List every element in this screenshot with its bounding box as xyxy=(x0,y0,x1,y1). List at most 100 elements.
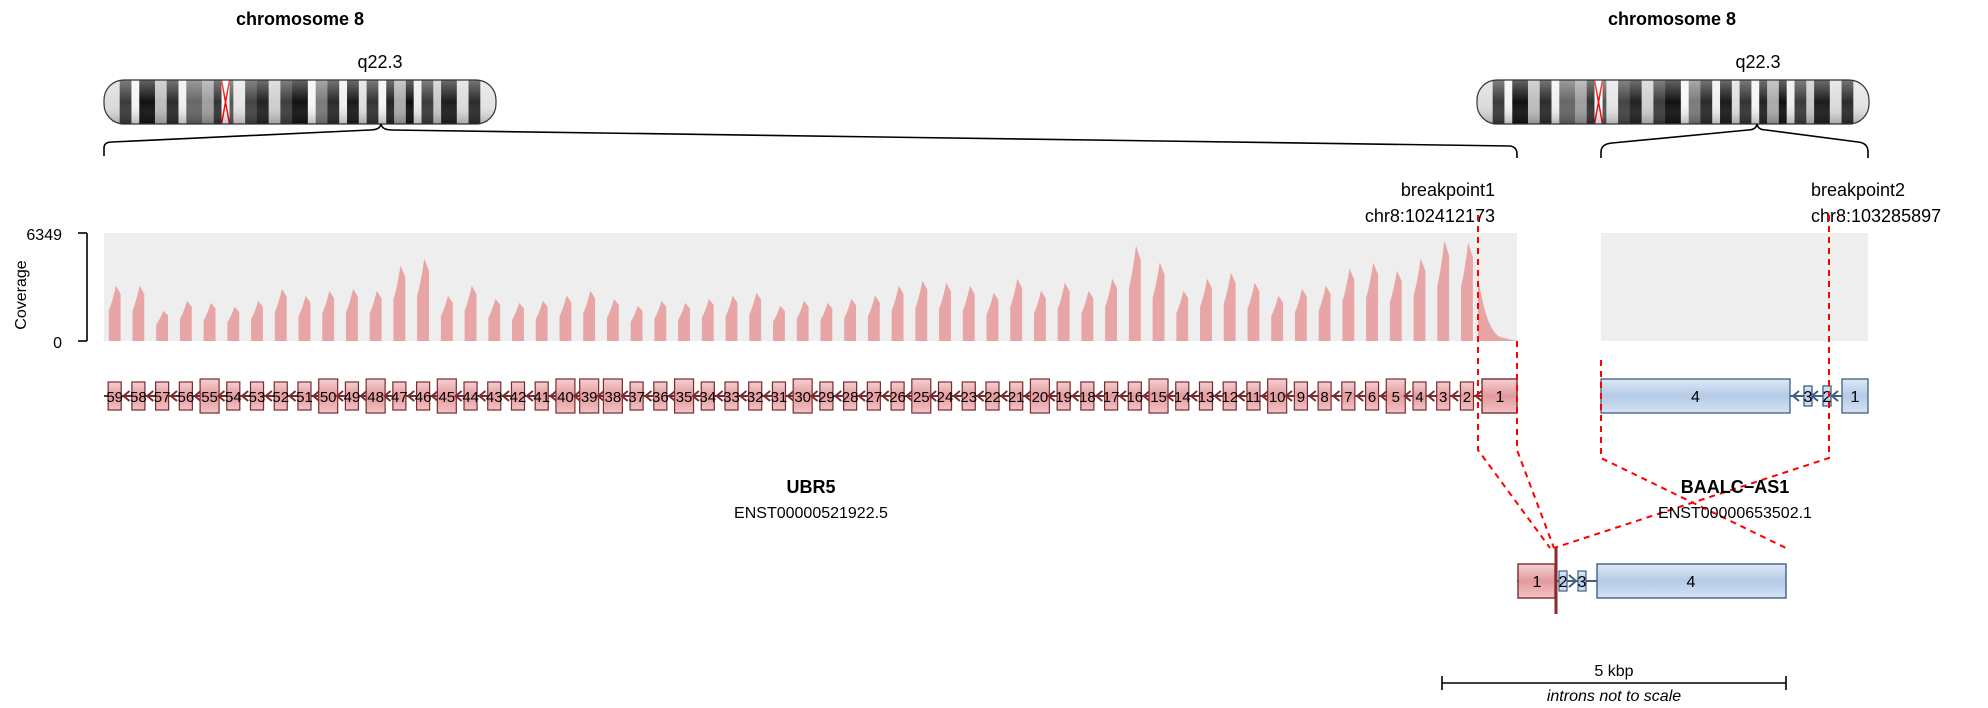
coverage-peak xyxy=(1128,245,1141,341)
coverage-peak xyxy=(867,295,880,341)
coverage-peak xyxy=(654,300,667,341)
coverage-peak xyxy=(179,300,192,341)
gene1-strand-arrow xyxy=(406,390,415,402)
gene1-exon-label: 28 xyxy=(842,389,859,406)
gene2-exon xyxy=(1600,378,1791,414)
coverage-peak xyxy=(1437,240,1450,341)
gene1-exon xyxy=(131,381,146,411)
coverage-peak xyxy=(1247,282,1260,341)
gene1-exon-label: 41 xyxy=(533,389,550,406)
gene1-exon-label: 11 xyxy=(1246,389,1262,406)
gene2-strand-arrow xyxy=(1810,390,1819,402)
gene1-exon xyxy=(510,381,526,411)
gene1-exon-label: 37 xyxy=(628,389,645,406)
gene1-exon-label: 2 xyxy=(1463,389,1471,406)
breakpoint2-coordinate: chr8:103285897 xyxy=(1811,206,1941,226)
gene1-exon xyxy=(297,381,312,411)
coverage-axis-title: Coverage xyxy=(13,260,30,329)
gene1-exon-label: 31 xyxy=(771,389,788,406)
gene1-exon-label: 35 xyxy=(676,389,693,406)
gene1-exon-label: 50 xyxy=(320,389,337,406)
breakpoint-lines xyxy=(1477,215,1830,549)
gene1-exon xyxy=(534,381,549,411)
breakpoint1-name: breakpoint1 xyxy=(1401,180,1495,200)
gene1-exon-label: 6 xyxy=(1368,389,1376,406)
gene2-exon-label: 1 xyxy=(1851,389,1860,406)
gene1-exon-label: 17 xyxy=(1103,389,1120,406)
gene1-exon xyxy=(1080,381,1095,411)
gene1-exon xyxy=(392,381,407,411)
gene1-exon-label: 47 xyxy=(391,389,408,406)
gene1-exon-label: 29 xyxy=(818,389,835,406)
gene2-name: BAALC−AS1 xyxy=(1681,477,1790,497)
gene1-strand-arrow xyxy=(691,390,700,402)
gene1-strand-arrow xyxy=(1237,390,1246,402)
gene1-exon xyxy=(1317,381,1332,411)
gene1-strand-arrow xyxy=(1165,390,1175,402)
gene1-exon-label: 13 xyxy=(1198,389,1215,406)
gene1-strand-arrow xyxy=(1403,390,1412,402)
gene1-exon-label: 4 xyxy=(1415,389,1423,406)
gene1-strand-arrow xyxy=(145,390,154,402)
gene1-strand-arrow xyxy=(999,390,1008,402)
coverage-peak xyxy=(440,295,453,341)
coverage-peak xyxy=(1010,278,1023,341)
gene1-strand-arrow xyxy=(477,390,487,402)
coverage-peak xyxy=(1342,268,1355,341)
coverage-min-label: 0 xyxy=(53,335,62,352)
gene1-exon xyxy=(226,381,241,411)
gene1-strand-arrow xyxy=(833,390,842,402)
gene1-strand-arrow xyxy=(952,390,961,402)
coverage-peak xyxy=(1271,295,1284,341)
gene1-exon-label: 12 xyxy=(1221,389,1238,406)
gene1-strand-arrow xyxy=(1118,390,1127,402)
gene2-exon xyxy=(1841,378,1869,414)
coverage-peak xyxy=(535,300,548,341)
gene1-exon xyxy=(1459,381,1475,411)
gene1-exon xyxy=(961,381,976,411)
coverage-peak xyxy=(251,300,263,341)
gene1-exon-label: 40 xyxy=(557,389,574,406)
coverage-peak xyxy=(274,288,287,341)
gene1-exon xyxy=(155,381,170,411)
gene1-strand-arrow xyxy=(738,390,748,402)
gene1-strand-arrow xyxy=(667,390,676,402)
gene1-strand-arrow xyxy=(596,390,605,402)
gene1-exon xyxy=(1246,381,1261,411)
gene1-exon xyxy=(1341,381,1356,411)
gene1-exon xyxy=(629,381,644,411)
coverage-peak xyxy=(773,305,785,341)
gene1-strand-arrow xyxy=(809,390,819,402)
gene1-exon-label: 38 xyxy=(605,389,622,406)
gene2-strand-arrow xyxy=(1791,390,1800,402)
gene1-exon xyxy=(1436,381,1451,411)
left-chromosome-ideogram xyxy=(103,79,497,125)
gene1-strand-arrow xyxy=(549,390,558,402)
coverage-peak xyxy=(227,306,240,341)
gene1-strand-arrow xyxy=(1213,390,1222,402)
coverage-peak xyxy=(1413,258,1426,341)
fusion-exon-4 xyxy=(1596,563,1787,599)
gene1-exon xyxy=(1364,381,1380,411)
gene1-strand-arrow xyxy=(715,390,724,402)
coverage-peak xyxy=(464,285,477,341)
gene1-exon xyxy=(937,381,953,411)
gene1-exon xyxy=(487,381,502,411)
left-zoom-brace xyxy=(103,123,1518,158)
gene1-strand-arrow xyxy=(525,390,534,402)
coverage-peak xyxy=(393,265,406,341)
breakpoint1-line xyxy=(1477,215,1551,549)
gene1-strand-arrow xyxy=(928,390,937,402)
gene2-exon-label: 2 xyxy=(1823,389,1832,406)
gene2-exon-label: 3 xyxy=(1804,389,1813,406)
gene1-exon-label: 5 xyxy=(1392,389,1400,406)
coverage-peak xyxy=(132,285,145,341)
gene2-transcript-id: ENST00000653502.1 xyxy=(1658,505,1812,522)
gene1-exon xyxy=(748,381,763,411)
coverage-peak xyxy=(1033,290,1046,341)
fusion-exon-label-1: 1 xyxy=(1533,574,1542,591)
coverage-peak xyxy=(512,302,524,341)
gene1-strand-arrow xyxy=(1379,390,1388,402)
gene1-strand-arrow xyxy=(216,390,226,402)
